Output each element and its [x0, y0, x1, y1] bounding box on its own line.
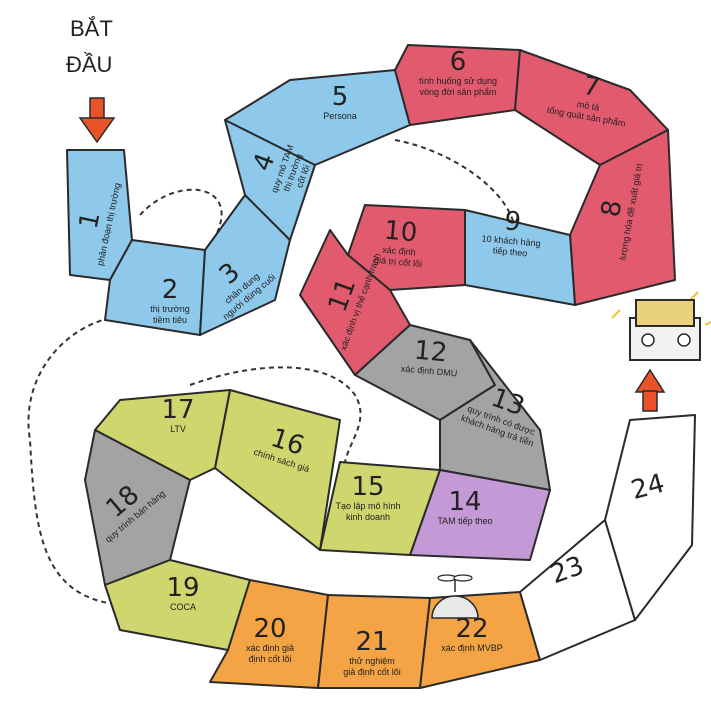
square-number: 2	[162, 275, 179, 305]
square-number: 14	[448, 487, 481, 517]
square-number: 6	[450, 47, 467, 77]
square-caption: thị trường	[150, 304, 189, 314]
square-caption: tình huống sử dụng	[419, 76, 497, 86]
square-caption: COCA	[170, 602, 196, 612]
square-caption: LTV	[170, 424, 186, 434]
square-caption: kinh doanh	[346, 512, 390, 522]
square-caption: tiềm tiêu	[153, 315, 187, 325]
square-caption: thử nghiệm	[349, 656, 395, 666]
square-caption: TAM tiếp theo	[437, 516, 492, 526]
square-caption: xác định giả	[246, 643, 294, 653]
square-caption: vòng đời sản phẩm	[420, 87, 497, 97]
square-caption: xác định MVBP	[441, 643, 503, 653]
square-16	[215, 390, 340, 550]
square-caption: giả định cốt lõi	[343, 667, 401, 677]
square-caption: định cốt lõi	[248, 654, 291, 664]
square-number: 10	[383, 216, 419, 249]
square-number: 20	[253, 614, 286, 644]
square-number: 5	[332, 82, 349, 112]
square-number: 19	[166, 573, 199, 603]
square-number: 9	[503, 206, 522, 237]
square-number: 15	[351, 472, 384, 502]
square-number: 12	[413, 336, 449, 369]
start-label-line-1: BẮT	[70, 16, 113, 41]
start-arrow-icon	[80, 98, 114, 142]
start-label-line-2: ĐẦU	[66, 52, 112, 77]
square-caption: Tạo lập mô hình	[335, 501, 400, 511]
treasure-chest-icon	[612, 292, 711, 360]
finish-arrow-icon	[636, 370, 664, 411]
square-number: 17	[161, 395, 194, 425]
square-caption: Persona	[323, 111, 357, 121]
square-number: 21	[355, 627, 388, 657]
